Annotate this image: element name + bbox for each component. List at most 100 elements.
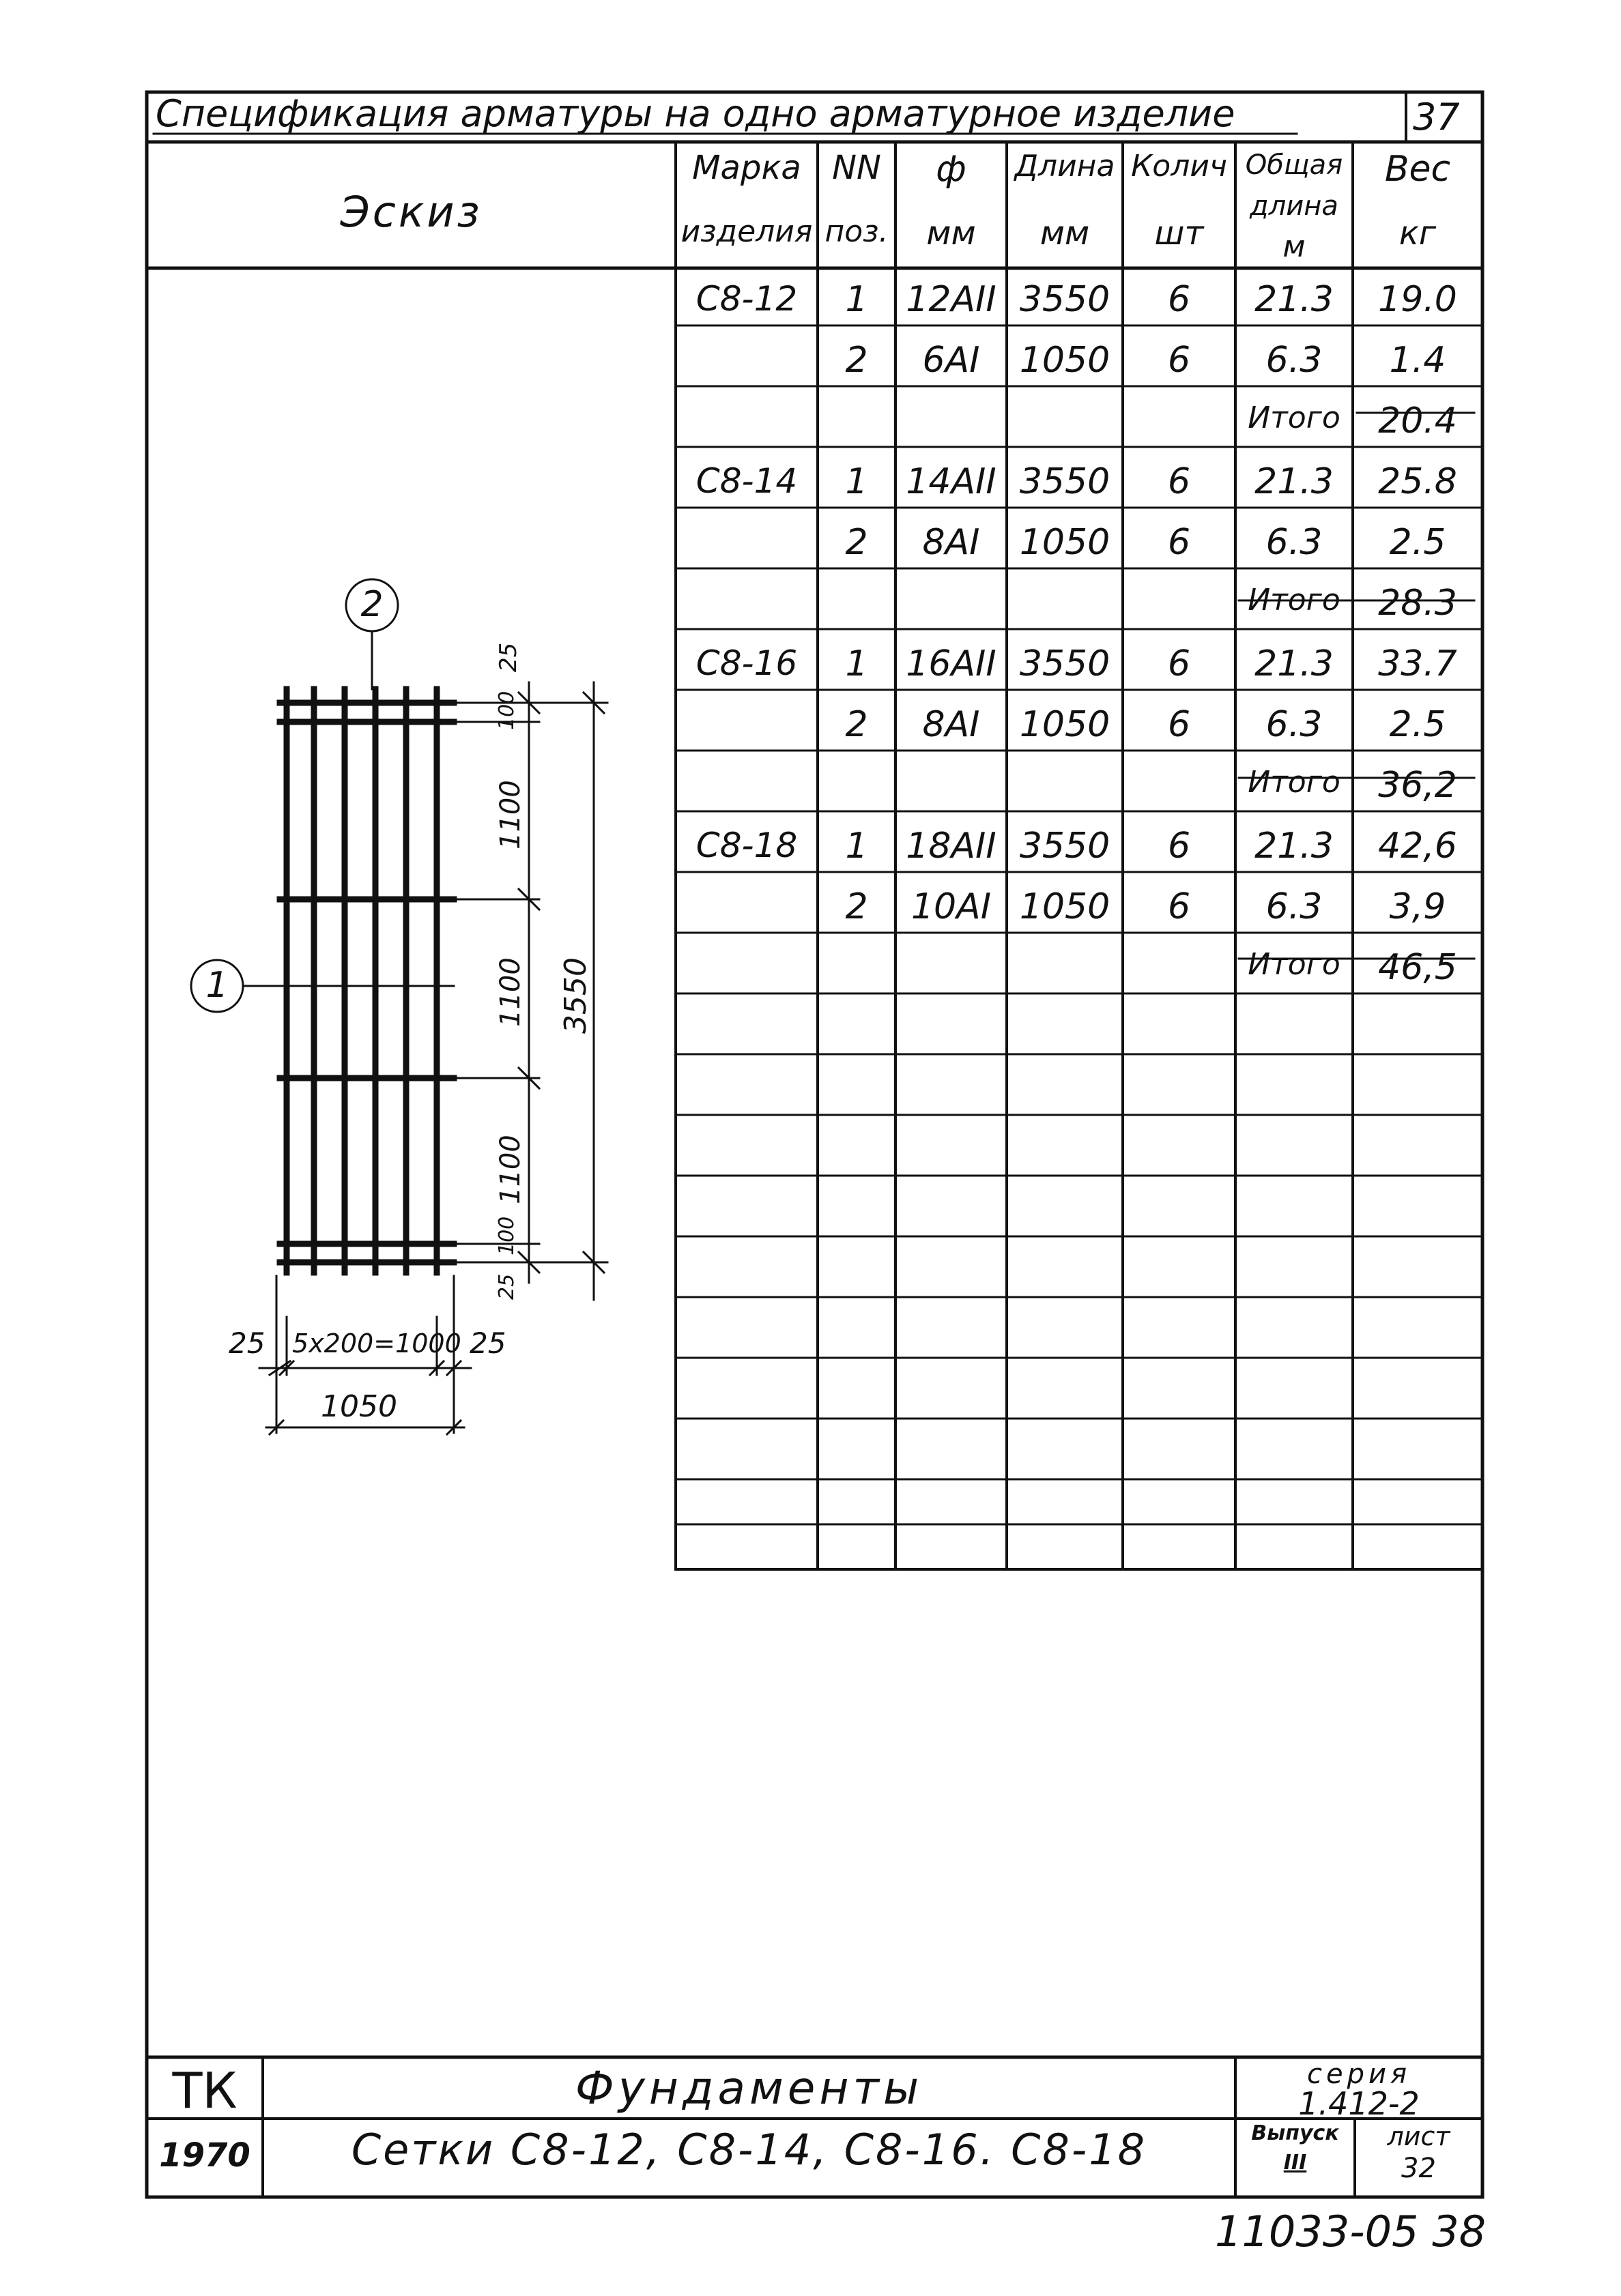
- cell-weight: 46,5: [1378, 947, 1457, 988]
- col-header-weight-2: кг: [1398, 214, 1437, 252]
- cell-weight: 20.4: [1378, 401, 1457, 441]
- cell-diameter: 14АII: [906, 461, 996, 502]
- cell-qty: 6: [1167, 886, 1191, 927]
- cell-total-length: Итого: [1248, 947, 1340, 982]
- series-label: серия: [1306, 2059, 1411, 2090]
- col-header-dia-2: мм: [926, 214, 976, 252]
- dim-bottom-25: 25: [495, 1273, 519, 1300]
- cell-total-length: 21.3: [1254, 279, 1334, 320]
- sheet-label: лист: [1387, 2121, 1450, 2151]
- dim-top-100: 100: [495, 691, 519, 730]
- cell-pos: 1: [845, 461, 868, 502]
- col-header-dia-1: ф: [936, 149, 966, 190]
- dim-right-25: 25: [470, 1326, 506, 1360]
- cell-qty: 6: [1167, 340, 1191, 381]
- cell-weight: 33.7: [1378, 643, 1457, 684]
- cell-total-length: 21.3: [1254, 461, 1334, 502]
- col-header-weight-1: Вес: [1384, 149, 1451, 190]
- dim-spacing: 5х200=1000: [292, 1328, 461, 1358]
- cell-weight: 36,2: [1378, 765, 1457, 806]
- cell-diameter: 12АII: [906, 279, 996, 320]
- cell-weight: 1.4: [1389, 340, 1446, 381]
- cell-diameter: 18АII: [906, 826, 996, 867]
- cell-total-length: Итого: [1248, 765, 1340, 800]
- issue-value: III: [1283, 2151, 1307, 2175]
- drawing-title: Сетки С8-12, С8-14, С8-16. С8-18: [351, 2125, 1147, 2175]
- year: 1970: [159, 2136, 250, 2175]
- col-header-qty-1: Колич: [1131, 149, 1227, 184]
- cell-pos: 2: [845, 522, 868, 563]
- cell-qty: 6: [1167, 704, 1191, 745]
- col-header-mark-2: изделия: [680, 214, 813, 249]
- spec-title: Спецификация арматуры на одно арматурное…: [156, 92, 1235, 135]
- cell-weight: 28.3: [1378, 583, 1457, 624]
- cell-total-length: 21.3: [1254, 826, 1334, 867]
- dim-span-3: 1100: [495, 1135, 526, 1204]
- cell-mark: С8-18: [695, 826, 798, 865]
- cell-diameter: 16АII: [906, 643, 996, 684]
- cell-total-length: 21.3: [1254, 643, 1334, 684]
- col-header-total-2: длина: [1250, 190, 1338, 222]
- sketch-label: Эскиз: [340, 187, 483, 237]
- cell-qty: 6: [1167, 826, 1191, 867]
- cell-total-length: Итого: [1248, 401, 1340, 435]
- cell-diameter: 6АI: [922, 340, 980, 381]
- cell-weight: 2.5: [1389, 522, 1446, 563]
- callout-2: 2: [360, 584, 384, 625]
- cell-weight: 42,6: [1378, 826, 1457, 867]
- archive-stamp: 11033-05 38: [1215, 2207, 1487, 2256]
- callout-1: 1: [205, 965, 229, 1006]
- cell-mark: С8-16: [695, 643, 798, 683]
- cell-pos: 2: [845, 340, 868, 381]
- dim-bottom-100: 100: [495, 1216, 519, 1255]
- dim-total-height: 3550: [558, 957, 593, 1034]
- cell-pos: 2: [845, 886, 868, 927]
- cell-weight: 2.5: [1389, 704, 1446, 745]
- dim-span-2: 1100: [495, 957, 526, 1027]
- cell-length: 1050: [1019, 340, 1110, 381]
- cell-total-length: 6.3: [1265, 340, 1323, 381]
- cell-pos: 2: [845, 704, 868, 745]
- cell-length: 1050: [1019, 886, 1110, 927]
- dim-span-1: 1100: [495, 780, 526, 849]
- cell-length: 3550: [1019, 826, 1110, 867]
- cell-qty: 6: [1167, 461, 1191, 502]
- cell-qty: 6: [1167, 279, 1191, 320]
- cell-length: 1050: [1019, 522, 1110, 563]
- col-header-total-1: Общая: [1245, 149, 1343, 181]
- cell-mark: С8-14: [695, 461, 798, 501]
- org-code: ТК: [172, 2062, 238, 2119]
- cell-length: 3550: [1019, 643, 1110, 684]
- cell-diameter: 8АI: [922, 522, 980, 563]
- cell-pos: 1: [845, 279, 868, 320]
- cell-qty: 6: [1167, 522, 1191, 563]
- dim-total-width: 1050: [321, 1389, 397, 1424]
- issue-label: Выпуск: [1251, 2121, 1339, 2145]
- col-header-qty-2: шт: [1154, 214, 1204, 252]
- cell-diameter: 8АI: [922, 704, 980, 745]
- cell-pos: 1: [845, 643, 868, 684]
- col-header-pos-2: поз.: [824, 214, 889, 249]
- cell-total-length: 6.3: [1265, 522, 1323, 563]
- cell-total-length: 6.3: [1265, 886, 1323, 927]
- cell-qty: 6: [1167, 643, 1191, 684]
- cell-weight: 19.0: [1378, 279, 1457, 320]
- cell-weight: 25.8: [1378, 461, 1457, 502]
- cell-mark: С8-12: [695, 279, 798, 319]
- cell-length: 3550: [1019, 461, 1110, 502]
- col-header-mark-1: Марка: [692, 149, 801, 187]
- cell-pos: 1: [845, 826, 868, 867]
- cell-total-length: 6.3: [1265, 704, 1323, 745]
- col-header-pos-1: NN: [832, 149, 881, 187]
- page-number: 37: [1413, 96, 1460, 139]
- col-header-len-2: мм: [1039, 214, 1090, 252]
- col-header-total-3: м: [1282, 229, 1306, 264]
- cell-weight: 3,9: [1389, 886, 1446, 927]
- cell-total-length: Итого: [1248, 583, 1340, 617]
- section-title: Фундаменты: [575, 2062, 923, 2115]
- cell-length: 1050: [1019, 704, 1110, 745]
- dim-left-25: 25: [229, 1326, 266, 1360]
- series-value: 1.412-2: [1298, 2085, 1420, 2122]
- col-header-len-1: Длина: [1014, 149, 1115, 184]
